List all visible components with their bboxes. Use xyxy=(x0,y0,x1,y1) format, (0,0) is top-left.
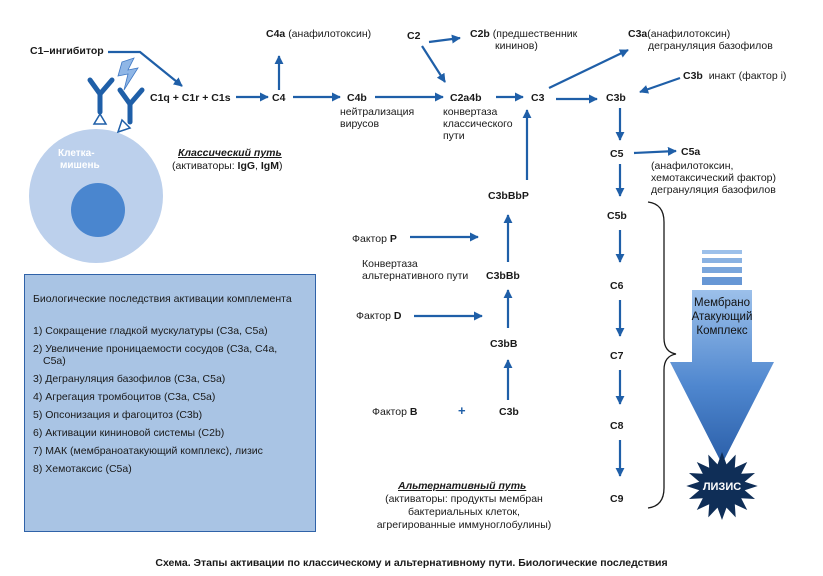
c2b-note-1: (предшественник xyxy=(492,28,578,40)
node-c5a: C5a xyxy=(681,146,701,158)
c5a-note-1: (анафилотоксин, xyxy=(651,160,734,172)
alt-path-line2: бактериальных клеток, xyxy=(408,506,520,518)
lightning-icon xyxy=(117,57,139,91)
node-c5b: C5b xyxy=(607,210,627,222)
c3a-label: C3a xyxy=(628,28,648,40)
node-c4a: C4a (анафилотоксин) xyxy=(266,28,371,40)
factor-d: Фактор D xyxy=(356,310,401,322)
lysis-label: ЛИЗИС xyxy=(702,481,742,493)
mac-label-1: Мембрано xyxy=(693,297,750,309)
c3b-inact-note: инакт (фактор i) xyxy=(708,70,787,82)
factor-b: Фактор B xyxy=(372,406,417,418)
factor-b-letter: B xyxy=(409,406,418,418)
c3a-note-2: дегрануляция базофилов xyxy=(648,40,773,52)
c2a4b-note-2: классического xyxy=(443,118,513,130)
effects-item: 3) Дегрануляция базофилов (C3a, C5a) xyxy=(33,373,226,385)
effects-item: 1) Сокращение гладкой мускулатуры (C3a, … xyxy=(33,325,268,337)
node-c6: C6 xyxy=(610,280,624,292)
classic-activators-suffix: ) xyxy=(278,160,283,172)
node-c4b: C4b xyxy=(347,92,367,104)
arrows xyxy=(108,34,681,477)
effects-item: 6) Активации кининовой системы (C2b) xyxy=(33,427,225,439)
alt-path-line1: (активаторы: продукты мембран xyxy=(385,493,543,505)
factor-p-letter: P xyxy=(389,233,397,245)
alt-path-line3: агрегированные иммуноглобулины) xyxy=(376,519,552,531)
effects-item: 8) Хемотаксис (C5a) xyxy=(33,463,132,475)
c4b-note-2: вирусов xyxy=(340,118,380,130)
factor-d-letter: D xyxy=(393,310,402,322)
effects-box: Биологические последствия активации комп… xyxy=(24,274,316,532)
target-cell xyxy=(29,129,163,263)
mac-brace xyxy=(647,201,677,509)
effects-item: 2) Увеличение проницаемости сосудов (C3a… xyxy=(33,343,278,355)
conv-alt-2: альтернативного пути xyxy=(362,270,469,282)
c2b-label: C2b xyxy=(470,28,490,40)
effects-item: 5) Опсонизация и фагоцитоз (C3b) xyxy=(33,409,203,421)
c5a-note-3: дегрануляция базофилов xyxy=(651,184,776,196)
node-c3bb: C3bB xyxy=(490,338,518,350)
c3b-inact-label: C3b xyxy=(683,70,703,82)
classic-path-activators: (активаторы: IgG, IgM) xyxy=(172,160,282,172)
mac-label-3: Комплекс xyxy=(696,325,748,337)
node-c2a4b: C2a4b xyxy=(450,92,482,104)
node-c9: C9 xyxy=(610,493,624,505)
c2b-note-2: кининов) xyxy=(495,40,538,52)
c5a-note-2: хемотаксический фактор) xyxy=(651,172,777,184)
cell-label-1: Клетка- xyxy=(58,148,95,159)
conv-alt-1: Конвертаза xyxy=(362,258,418,270)
node-c2: C2 xyxy=(407,30,421,42)
c4b-note-1: нейтрализация xyxy=(340,106,415,118)
node-c2b: C2b (предшественник xyxy=(470,28,577,40)
effects-item: C5a) xyxy=(43,355,66,367)
effects-item: 4) Агрегация тромбоцитов (C3a, C5a) xyxy=(33,391,216,403)
node-c1qrs: C1q + C1r + C1s xyxy=(150,92,231,104)
c3a-note-1: (анафилотоксин) xyxy=(647,28,731,40)
lysis-star-icon xyxy=(686,452,758,520)
c2a4b-note-1: конвертаза xyxy=(443,106,498,118)
antibody-icon xyxy=(87,77,145,125)
classic-igm: IgM xyxy=(260,160,279,172)
factor-p: Фактор P xyxy=(352,233,397,245)
mac-label-2: Атакующий xyxy=(691,311,753,323)
figure-caption: Схема. Этапы активации по классическому … xyxy=(155,557,668,569)
factor-b-label: Фактор xyxy=(372,406,407,418)
c4a-label: C4a xyxy=(266,28,286,40)
node-c3b-top: C3b xyxy=(606,92,626,104)
classic-sep: , xyxy=(255,160,261,172)
classic-activators-prefix: (активаторы: xyxy=(172,160,238,172)
factor-d-label: Фактор xyxy=(356,310,391,322)
effects-item: 7) МАК (мембраноатакующий комплекс), лиз… xyxy=(33,445,263,457)
node-c3bbbp: C3bBbP xyxy=(488,190,529,202)
antigen-triangles-icon xyxy=(92,112,132,134)
node-c5: C5 xyxy=(610,148,624,160)
node-c3: C3 xyxy=(531,92,545,104)
node-c1-inhibitor: C1–ингибитор xyxy=(30,45,104,57)
c2a4b-note-3: пути xyxy=(443,130,465,142)
c4a-note: (анафилотоксин) xyxy=(288,28,372,40)
node-c4: C4 xyxy=(272,92,286,104)
effects-box-title: Биологические последствия активации комп… xyxy=(33,293,292,305)
mac-arrow xyxy=(670,250,774,464)
classic-path-title: Классический путь xyxy=(178,147,282,159)
cell-label-2: мишень xyxy=(60,160,100,171)
classic-igg: IgG xyxy=(237,160,256,172)
node-c3bbb: C3bBb xyxy=(486,270,520,282)
node-c7: C7 xyxy=(610,350,624,362)
node-c3a: C3a(анафилотоксин) xyxy=(628,28,730,40)
node-c3b-bottom: C3b xyxy=(499,406,519,418)
node-c3b-inact: C3b инакт (фактор i) xyxy=(683,70,786,82)
factor-p-label: Фактор xyxy=(352,233,387,245)
node-c8: C8 xyxy=(610,420,624,432)
alt-path-title: Альтернативный путь xyxy=(398,480,527,492)
plus-sign: + xyxy=(458,403,466,418)
